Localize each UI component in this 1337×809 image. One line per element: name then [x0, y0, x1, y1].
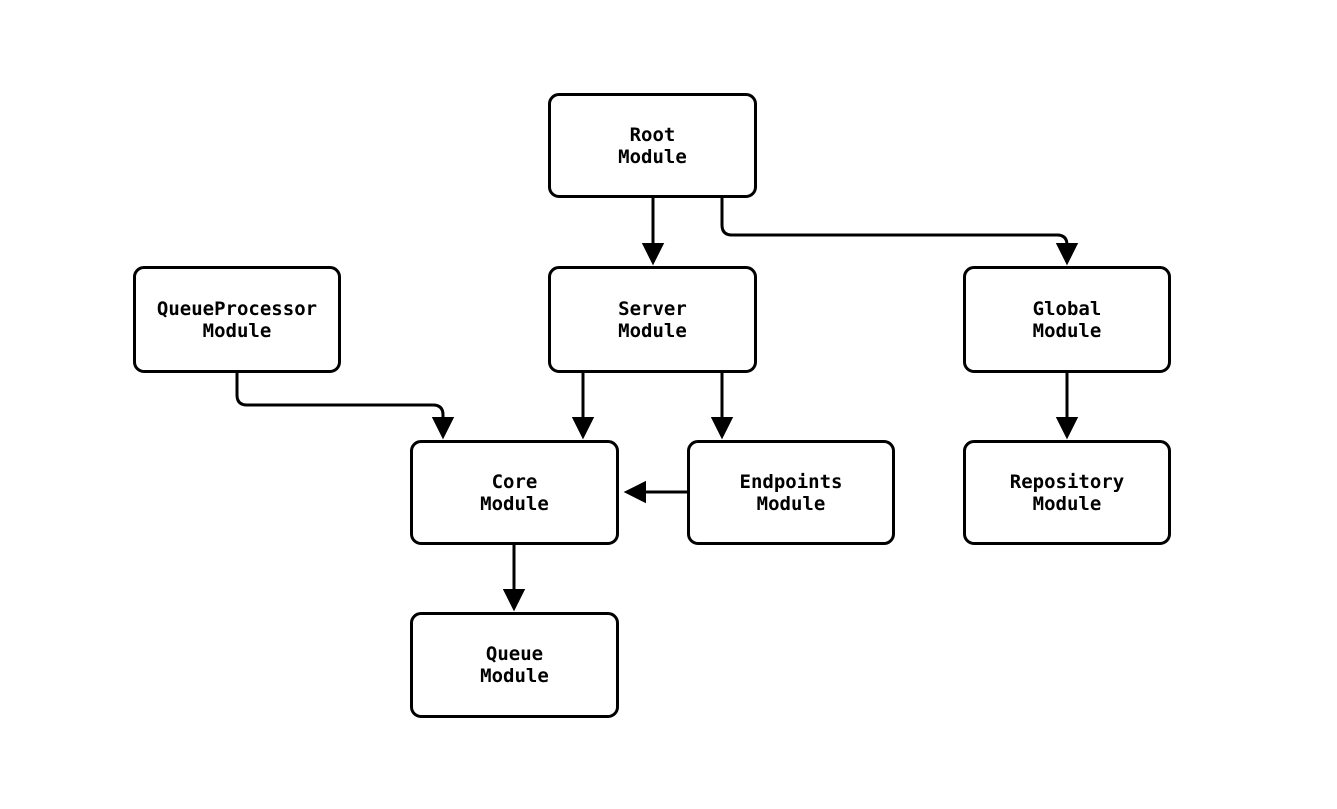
node-server-module: Server Module: [548, 266, 757, 373]
node-repository-module: Repository Module: [963, 440, 1171, 545]
node-repository-module-label: Repository Module: [1009, 470, 1125, 515]
node-endpoints-module: Endpoints Module: [687, 440, 895, 545]
edge-root-to-global: [720, 198, 1079, 266]
node-core-module: Core Module: [410, 440, 619, 545]
node-queue-module: Queue Module: [410, 612, 619, 718]
node-core-module-label: Core Module: [480, 470, 549, 515]
node-global-module: Global Module: [963, 266, 1171, 373]
node-queueprocessor-module: QueueProcessor Module: [133, 266, 341, 373]
node-global-module-label: Global Module: [1032, 297, 1102, 342]
edge-queueprocessor-to-core: [235, 373, 455, 440]
node-queueprocessor-module-label: QueueProcessor Module: [156, 297, 318, 342]
node-server-module-label: Server Module: [618, 297, 687, 342]
node-queue-module-label: Queue Module: [480, 643, 549, 687]
node-root-module: Root Module: [548, 93, 757, 198]
node-root-module-label: Root Module: [618, 123, 687, 168]
node-endpoints-module-label: Endpoints Module: [739, 470, 843, 515]
